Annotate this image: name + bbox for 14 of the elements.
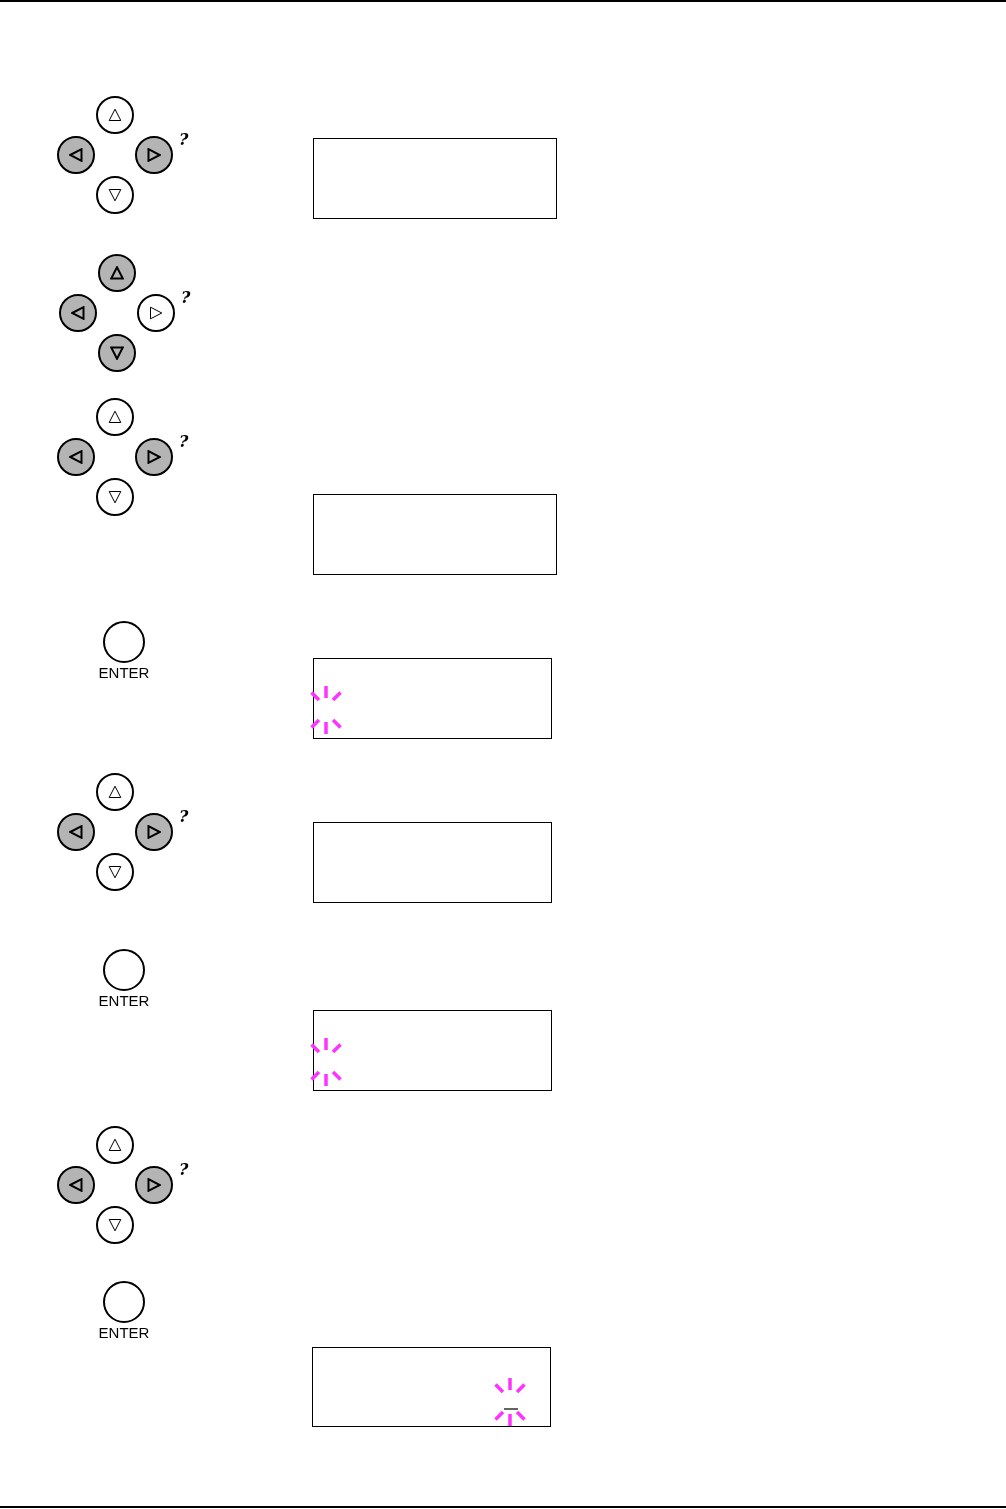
button-label: ENTER	[98, 665, 150, 680]
question-mark: ?	[179, 1162, 189, 1178]
question-mark: ?	[179, 809, 189, 825]
question-mark: ?	[179, 434, 189, 450]
question-mark: ?	[179, 132, 189, 148]
lcd-display	[313, 138, 557, 219]
lcd-display	[313, 494, 557, 575]
lcd-display	[313, 658, 552, 739]
lcd-display	[313, 1010, 552, 1091]
button-label: ENTER	[98, 993, 150, 1008]
button-label: ENTER	[98, 1325, 150, 1340]
question-mark: ?	[181, 290, 191, 306]
lcd-display	[313, 822, 552, 903]
lcd-display	[312, 1347, 551, 1427]
